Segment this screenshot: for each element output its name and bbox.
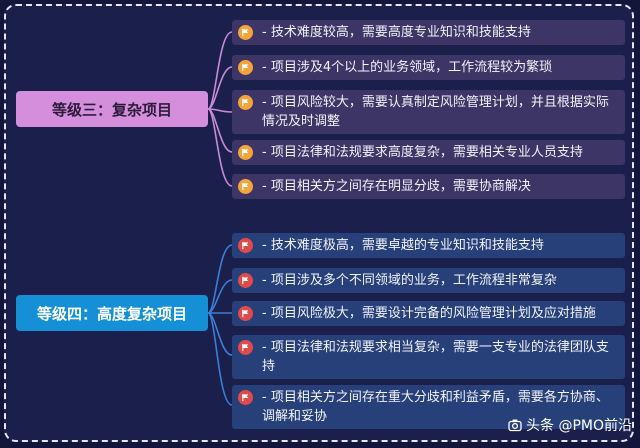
level3-item-text: - 项目相关方之间存在明显分歧，需要协商解决 [262, 179, 531, 194]
level4-item: - 项目涉及多个不同领域的业务，工作流程非常复杂 [232, 268, 625, 293]
level4-item: - 项目相关方之间存在重大分歧和利益矛盾，需要各方协商、调解和妥协 [232, 385, 625, 429]
connector-l4-1 [207, 244, 233, 314]
flag-icon [238, 95, 253, 110]
level3-item-text: - 项目风险较大，需要认真制定风险管理计划，并且根据实际情况及时调整 [262, 95, 609, 129]
level4-item: - 项目风险极大，需要设计完备的风险管理计划及应对措施 [232, 301, 625, 326]
watermark-text: 头条 @PMO前沿 [526, 418, 632, 434]
level4-node: 等级四：高度复杂项目 [16, 295, 208, 331]
level3-item: - 项目法律和法规要求高度复杂，需要相关专业人员支持 [232, 140, 625, 165]
level4-item: - 技术难度极高，需要卓越的专业知识和技能支持 [232, 233, 625, 258]
connector-l3-5 [207, 108, 233, 187]
flag-icon [238, 340, 253, 355]
level3-item-text: - 项目法律和法规要求高度复杂，需要相关专业人员支持 [262, 145, 583, 160]
level3-item: - 项目涉及4个以上的业务领域，工作流程较为繁琐 [232, 55, 625, 80]
level4-connectors [207, 244, 233, 406]
camera-icon [508, 419, 522, 432]
flag-icon [238, 390, 253, 405]
level4-item-text: - 技术难度极高，需要卓越的专业知识和技能支持 [262, 238, 544, 253]
flag-icon [238, 273, 253, 288]
level4-item-text: - 项目法律和法规要求相当复杂，需要一支专业的法律团队支持 [262, 340, 609, 374]
flag-icon [238, 179, 253, 194]
watermark: 头条 @PMO前沿 [508, 414, 632, 436]
level3-item: - 项目风险较大，需要认真制定风险管理计划，并且根据实际情况及时调整 [232, 90, 625, 134]
level4-item-text: - 项目风险极大，需要设计完备的风险管理计划及应对措施 [262, 306, 596, 321]
level4-item-text: - 项目相关方之间存在重大分歧和利益矛盾，需要各方协商、调解和妥协 [262, 390, 609, 424]
flag-icon [238, 60, 253, 75]
flag-icon [238, 306, 253, 321]
level3-connectors [207, 31, 233, 187]
connector-l4-5 [207, 312, 233, 406]
level3-item-text: - 技术难度较高，需要高度专业知识和技能支持 [262, 25, 531, 40]
level3-item: - 技术难度较高，需要高度专业知识和技能支持 [232, 20, 625, 45]
flag-icon [238, 238, 253, 253]
flag-icon [238, 25, 253, 40]
connector-l3-1 [207, 31, 233, 110]
level4-item: - 项目法律和法规要求相当复杂，需要一支专业的法律团队支持 [232, 335, 625, 379]
level3-node: 等级三：复杂项目 [16, 91, 208, 127]
level3-item-text: - 项目涉及4个以上的业务领域，工作流程较为繁琐 [262, 60, 553, 75]
connector-l3-2 [207, 66, 233, 110]
connector-l4-2 [207, 279, 233, 314]
level3-item: - 项目相关方之间存在明显分歧，需要协商解决 [232, 174, 625, 199]
level4-item-text: - 项目涉及多个不同领域的业务，工作流程非常复杂 [262, 273, 557, 288]
connector-l3-3 [207, 108, 233, 113]
flag-icon [238, 145, 253, 160]
